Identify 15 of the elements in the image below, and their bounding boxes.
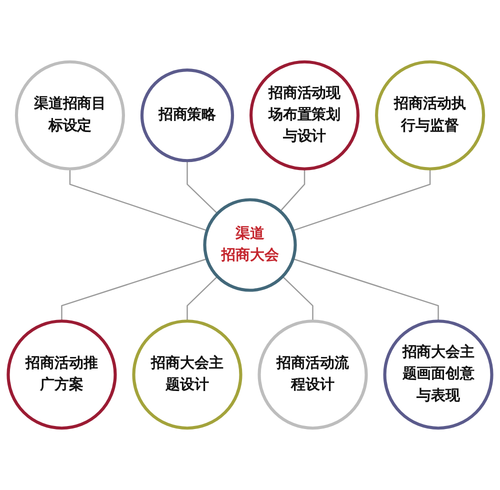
connector <box>292 258 439 322</box>
node-circle: 招商活动流程设计 <box>258 320 368 430</box>
connector <box>280 168 306 212</box>
node-circle: 招商活动现场布置策划与设计 <box>249 60 360 170</box>
connector <box>292 168 431 232</box>
node-circle: 招商大会主题画面创意与表现 <box>383 320 494 430</box>
node-circle: 招商活动执行与监督 <box>375 60 486 170</box>
connector <box>186 160 218 214</box>
node-circle: 招商活动推广方案 <box>6 320 117 430</box>
connector <box>186 276 218 322</box>
connector <box>69 168 208 232</box>
connector <box>61 258 208 322</box>
node-circle: 渠道招商目标设定 <box>14 60 125 170</box>
node-circle: 招商大会主题设计 <box>132 320 242 430</box>
connector <box>282 276 314 322</box>
